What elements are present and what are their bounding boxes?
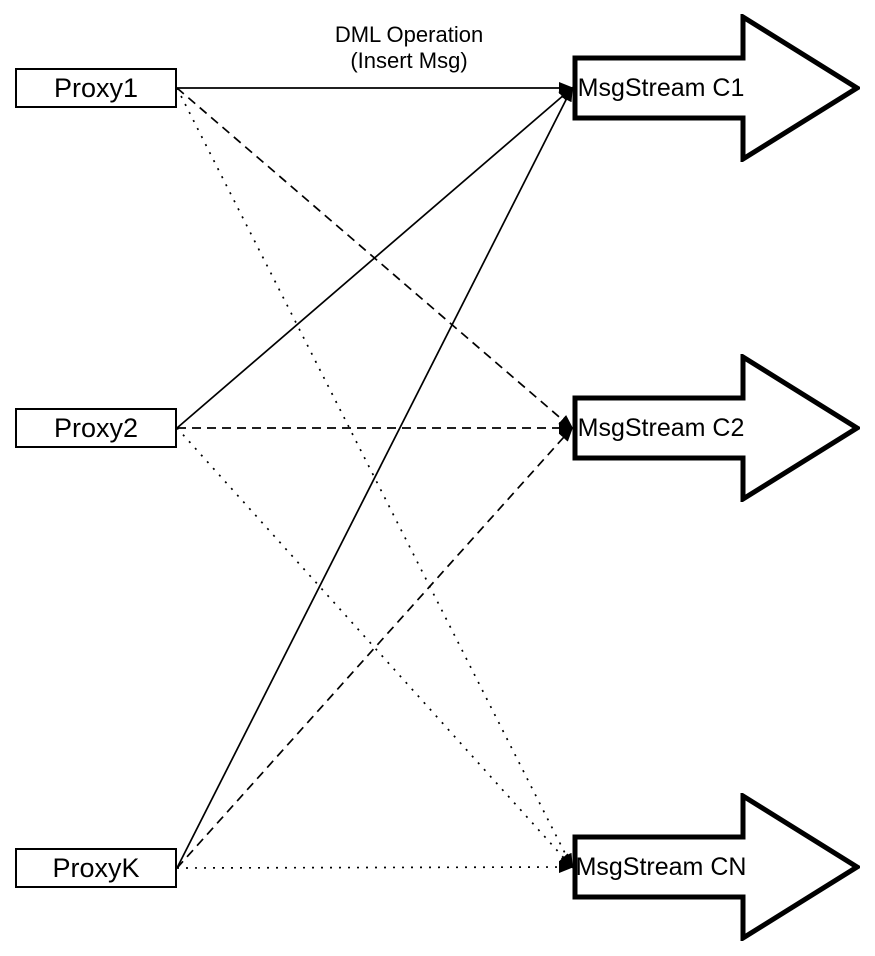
proxy2-node: Proxy2 bbox=[15, 408, 177, 448]
diagram-title: DML Operation (Insert Msg) bbox=[289, 22, 529, 74]
proxy1-node: Proxy1 bbox=[15, 68, 177, 108]
proxy2-label: Proxy2 bbox=[53, 412, 139, 443]
block-arrow-right-icon bbox=[572, 14, 860, 162]
msgstream-c2-label: MsgStream C2 bbox=[577, 413, 745, 442]
edge-proxy1-cn bbox=[176, 87, 573, 869]
msgstream-c1-node: MsgStream C1 bbox=[572, 14, 860, 162]
diagram-title-line2: (Insert Msg) bbox=[350, 48, 468, 73]
msgstream-cn-node: MsgStream CN bbox=[572, 793, 860, 941]
edge-proxyk-c1 bbox=[176, 86, 573, 869]
proxyk-label: ProxyK bbox=[52, 852, 140, 883]
msgstream-c2-node: MsgStream C2 bbox=[572, 354, 860, 502]
msgstream-c1-label: MsgStream C1 bbox=[577, 73, 745, 102]
block-arrow-right-icon bbox=[572, 354, 860, 502]
diagram-title-line1: DML Operation bbox=[334, 22, 484, 47]
proxy1-label: Proxy1 bbox=[53, 72, 139, 103]
edge-proxyk-c2 bbox=[176, 426, 574, 869]
proxyk-node: ProxyK bbox=[15, 848, 177, 888]
edge-proxy2-c1 bbox=[176, 86, 574, 429]
msgstream-cn-label: MsgStream CN bbox=[575, 852, 747, 881]
edge-proxyk-cn bbox=[176, 861, 574, 874]
block-arrow-right-icon bbox=[572, 793, 860, 941]
